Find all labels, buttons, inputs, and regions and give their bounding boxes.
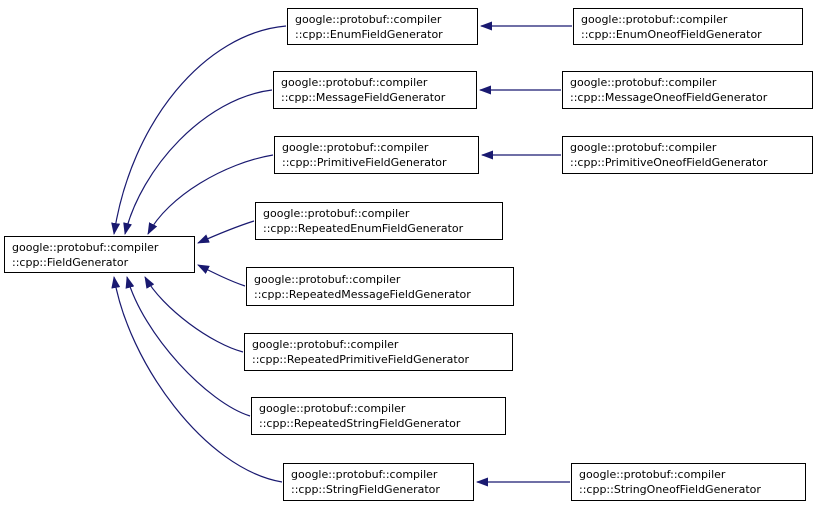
class-name-line: ::cpp::StringFieldGenerator <box>291 483 440 496</box>
class-name-line: google::protobuf::compiler <box>579 468 726 481</box>
class-node-string-oneof-field-generator[interactable]: google::protobuf::compiler ::cpp::String… <box>571 463 806 501</box>
class-node-enum-field-generator[interactable]: google::protobuf::compiler ::cpp::EnumFi… <box>287 8 478 45</box>
class-node-message-field-generator[interactable]: google::protobuf::compiler ::cpp::Messag… <box>273 71 477 109</box>
class-name-line: google::protobuf::compiler <box>259 402 406 415</box>
class-name-line: google::protobuf::compiler <box>570 76 717 89</box>
class-name-line: ::cpp::EnumOneofFieldGenerator <box>581 27 762 41</box>
class-name-line: google::protobuf::compiler <box>295 12 442 26</box>
class-name-line: ::cpp::PrimitiveFieldGenerator <box>282 156 447 169</box>
class-name-line: ::cpp::FieldGenerator <box>12 255 129 269</box>
class-name-line: google::protobuf::compiler <box>282 141 429 154</box>
class-name-line: ::cpp::RepeatedMessageFieldGenerator <box>254 287 471 301</box>
class-node-string-field-generator[interactable]: google::protobuf::compiler ::cpp::String… <box>283 463 474 501</box>
class-name-line: google::protobuf::compiler <box>252 338 399 351</box>
class-name-line: ::cpp::PrimitiveOneofFieldGenerator <box>570 156 768 169</box>
class-node-enum-oneof-field-generator[interactable]: google::protobuf::compiler ::cpp::EnumOn… <box>573 8 803 45</box>
class-name-line: ::cpp::StringOneofFieldGenerator <box>579 483 761 496</box>
class-node-repeated-primitive-field-generator[interactable]: google::protobuf::compiler ::cpp::Repeat… <box>244 333 513 371</box>
class-name-line: google::protobuf::compiler <box>581 12 728 26</box>
class-node-repeated-message-field-generator[interactable]: google::protobuf::compiler ::cpp::Repeat… <box>246 267 514 306</box>
edge-message-field-generator-to-field-generator <box>123 89 273 235</box>
class-name-line: google::protobuf::compiler <box>254 272 401 286</box>
class-name-line: google::protobuf::compiler <box>281 76 428 89</box>
class-node-primitive-oneof-field-generator[interactable]: google::protobuf::compiler ::cpp::Primit… <box>562 136 813 174</box>
class-name-line: ::cpp::MessageOneofFieldGenerator <box>570 91 768 104</box>
class-node-repeated-string-field-generator[interactable]: google::protobuf::compiler ::cpp::Repeat… <box>251 397 506 435</box>
class-name-line: ::cpp::MessageFieldGenerator <box>281 91 446 104</box>
class-name-line: ::cpp::EnumFieldGenerator <box>295 27 443 41</box>
class-node-repeated-enum-field-generator[interactable]: google::protobuf::compiler ::cpp::Repeat… <box>255 202 503 240</box>
class-name-line: ::cpp::RepeatedStringFieldGenerator <box>259 417 461 430</box>
class-name-line: ::cpp::RepeatedPrimitiveFieldGenerator <box>252 353 469 366</box>
edge-repeated-message-field-generator-to-field-generator <box>197 264 246 287</box>
class-name-line: google::protobuf::compiler <box>570 141 717 154</box>
class-name-line: ::cpp::RepeatedEnumFieldGenerator <box>263 222 464 235</box>
edge-repeated-enum-field-generator-to-field-generator <box>197 220 255 244</box>
edge-repeated-primitive-field-generator-to-field-generator <box>144 276 244 353</box>
class-node-message-oneof-field-generator[interactable]: google::protobuf::compiler ::cpp::Messag… <box>562 71 813 109</box>
class-name-line: google::protobuf::compiler <box>291 468 438 481</box>
edge-string-field-generator-to-field-generator <box>111 276 283 483</box>
edge-repeated-string-field-generator-to-field-generator <box>125 276 251 417</box>
class-node-field-generator[interactable]: google::protobuf::compiler ::cpp::FieldG… <box>4 236 195 273</box>
edge-primitive-field-generator-to-field-generator <box>147 154 274 235</box>
class-name-line: google::protobuf::compiler <box>263 207 410 220</box>
class-name-line: google::protobuf::compiler <box>12 240 159 254</box>
class-node-primitive-field-generator[interactable]: google::protobuf::compiler ::cpp::Primit… <box>274 136 479 174</box>
edge-enum-field-generator-to-field-generator <box>111 25 287 235</box>
